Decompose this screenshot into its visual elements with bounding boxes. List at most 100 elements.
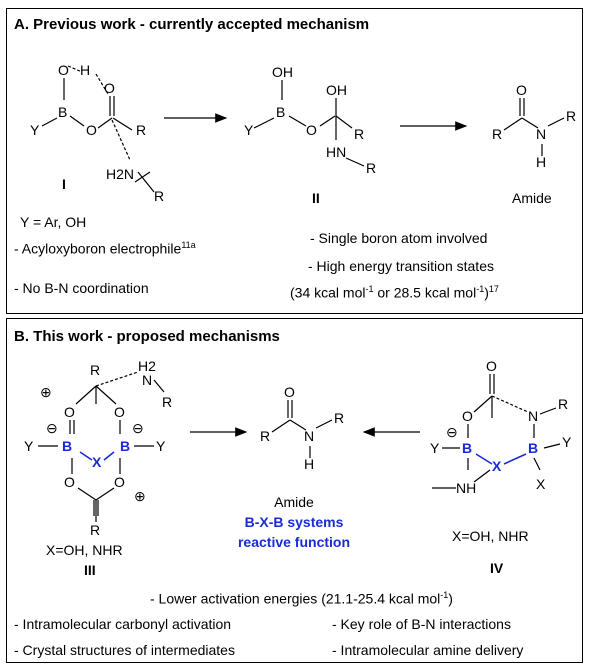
atom-b: B (276, 104, 286, 120)
atom-y: Y (244, 122, 254, 138)
h-bond (95, 73, 109, 95)
panel-a-title: A. Previous work - currently accepted me… (14, 16, 370, 33)
atom-n: N (304, 428, 315, 444)
bond (547, 117, 565, 127)
minus-charge: ⊖ (46, 420, 58, 436)
atom-nh: NH (456, 480, 477, 496)
bxb-bond (79, 451, 93, 461)
note-amine-delivery: - Intramolecular amine delivery (332, 642, 524, 658)
atom-o: O (104, 80, 115, 96)
bond (41, 117, 58, 127)
atom-r: R (154, 188, 165, 204)
atom-h2: H2 (138, 358, 156, 374)
bond (271, 419, 291, 433)
minus-charge: ⊖ (446, 424, 458, 440)
atom-x: X (536, 476, 546, 492)
attack-line (111, 119, 131, 161)
atom-o: O (114, 404, 125, 420)
atom-o: O (486, 358, 497, 374)
note-bn-interactions: - Key role of B-N interactions (332, 616, 511, 632)
atom-n: N (142, 372, 153, 388)
bond (95, 385, 117, 405)
bond (288, 115, 307, 127)
atom-r: R (90, 522, 101, 538)
reactive-function: reactive function (237, 534, 351, 550)
h-bond (67, 65, 83, 73)
bond (153, 379, 165, 393)
bond (521, 117, 539, 129)
atom-r: R (558, 396, 569, 412)
atom-hn: HN (326, 144, 347, 160)
minus-charge: ⊖ (132, 420, 144, 436)
atom-o: O (58, 62, 69, 78)
atom-b-blue: B (62, 438, 73, 454)
atom-r: R (136, 122, 147, 138)
atom-y: Y (562, 434, 572, 450)
atom-r: R (566, 108, 577, 124)
atom-b-blue: B (528, 440, 539, 456)
bond (75, 385, 97, 405)
panel-b (6, 318, 583, 663)
bond (315, 419, 333, 429)
x-definition: X=OH, NHR (452, 528, 529, 544)
bond (503, 117, 523, 131)
x-definition: X=OH, NHR (46, 542, 123, 558)
atom-b-blue: B (120, 438, 131, 454)
atom-y: Y (24, 438, 34, 454)
atom-b-blue: B (462, 440, 473, 456)
bond (539, 407, 557, 415)
note-single-boron: - Single boron atom involved (310, 230, 488, 246)
atom-r: R (162, 394, 173, 410)
bond (253, 117, 275, 129)
label-I: I (62, 176, 66, 192)
atom-x-blue: X (92, 454, 102, 470)
atom-y: Y (430, 440, 440, 456)
atom-o: O (64, 474, 75, 490)
plus-charge: ⊕ (40, 384, 52, 400)
panel-b-title: B. This work - proposed mechanisms (14, 328, 280, 345)
amide-label: Amide (512, 190, 552, 206)
label-II: II (312, 190, 320, 206)
atom-r: R (492, 126, 503, 142)
bond (69, 115, 85, 127)
panel-a (6, 8, 583, 314)
atom-o: O (462, 408, 473, 424)
note-lower-energies: - Lower activation energies (21.1-25.4 k… (150, 590, 453, 607)
atom-b: B (58, 104, 68, 120)
bond (137, 171, 155, 193)
label-IV: IV (490, 560, 504, 576)
note-acyloxyboron: - Acyloxyboron electrophile11a (14, 240, 196, 257)
atom-r: R (90, 362, 101, 378)
atom-x-blue: X (492, 458, 502, 474)
atom-o: O (86, 122, 97, 138)
bond (543, 443, 561, 449)
atom-h: H (80, 62, 91, 78)
bond (95, 487, 115, 501)
attack-line (491, 395, 529, 413)
bond (112, 117, 133, 131)
note-carbonyl-activation: - Intramolecular carbonyl activation (14, 616, 232, 632)
bond (533, 457, 541, 471)
bond (473, 395, 493, 413)
attack-line (95, 371, 139, 387)
atom-y: Y (156, 438, 166, 454)
atom-oh: OH (272, 64, 293, 80)
atom-oh: OH (326, 82, 347, 98)
atom-h: H (536, 154, 547, 170)
bond (345, 157, 365, 167)
note-high-energy: - High energy transition states (308, 258, 494, 274)
amide-label: Amide (274, 494, 314, 510)
note-no-bn: - No B-N coordination (14, 280, 149, 296)
atom-n: N (536, 126, 547, 142)
bond (77, 487, 97, 501)
bond (473, 469, 491, 483)
atom-h: H (304, 456, 315, 472)
bond (335, 115, 353, 129)
atom-o: O (516, 82, 527, 98)
bxb-bond (103, 451, 115, 461)
bond (97, 117, 113, 129)
atom-o: O (306, 122, 317, 138)
atom-n: N (528, 408, 539, 424)
bond (319, 115, 336, 127)
